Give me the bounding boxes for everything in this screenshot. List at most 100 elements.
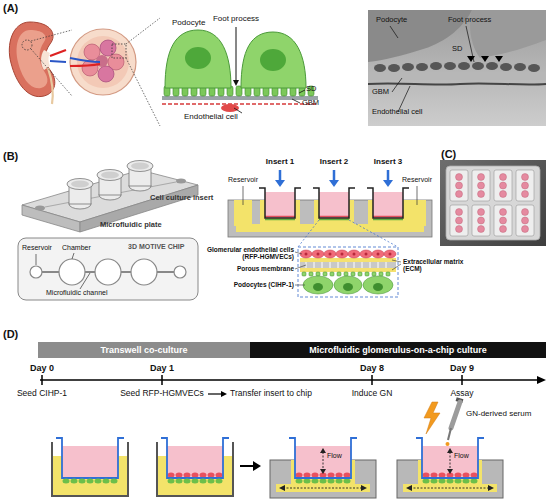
chip-photo (456, 174, 463, 181)
podocyte-schematic (221, 104, 239, 112)
layer-label: Extracellular matrix (ECM) (403, 258, 471, 272)
chip-cross-section (313, 188, 355, 218)
electron-micrograph (390, 26, 474, 112)
transwell-drawing (111, 479, 118, 484)
chip-well-drawing (455, 473, 462, 478)
membrane-zoom (300, 258, 396, 262)
chip-cross-section (275, 180, 285, 187)
panel-letter: (D) (3, 328, 18, 340)
step-label: Assay (450, 389, 473, 398)
transwell-drawing (157, 442, 233, 496)
chip-well-drawing (447, 469, 453, 474)
chip-cross-section (280, 170, 388, 181)
chip-well-drawing (320, 448, 326, 453)
membrane-zoom (379, 272, 383, 276)
timeline (208, 393, 222, 394)
electron-micrograph (495, 56, 503, 62)
transwell-drawing (192, 479, 199, 484)
phase-bar: Transwell co-culture (38, 342, 250, 358)
membrane-zoom (300, 262, 396, 268)
chip-well-drawing (406, 485, 412, 491)
chip-top-view (18, 238, 198, 300)
chip-well-drawing (410, 452, 490, 488)
electron-micrograph (481, 56, 489, 62)
part-label: Podocyte (172, 19, 205, 28)
chip-well-drawing (431, 479, 438, 484)
glomerulus-illustration (70, 64, 100, 66)
glomerulus-illustration (100, 40, 116, 56)
timeline (42, 375, 462, 385)
part-label: Reservoir (228, 176, 258, 184)
transwell-drawing (200, 473, 207, 478)
membrane-zoom (353, 253, 356, 256)
kidney-illustration (9, 22, 72, 104)
part-label: SD (306, 85, 316, 93)
chip-cross-section (265, 219, 403, 221)
glomerulus-illustration (70, 29, 136, 95)
podocyte-schematic (162, 27, 318, 113)
membrane-zoom (372, 272, 376, 276)
electron-micrograph (444, 62, 456, 70)
glomerulus-illustration (70, 18, 160, 126)
part-label: Microfluidic plate (100, 221, 162, 229)
membrane-zoom (298, 247, 398, 297)
chip-well-drawing (463, 479, 470, 484)
podocyte-schematic (165, 30, 231, 88)
membrane-zoom (300, 268, 396, 272)
electron-micrograph (486, 62, 498, 70)
membrane-zoom (372, 250, 384, 258)
chip-well-drawing (312, 479, 319, 484)
pipette-symbol (446, 442, 450, 446)
membrane-zoom (313, 283, 323, 291)
chip-photo (500, 209, 507, 216)
chip-photo (456, 182, 463, 189)
chip-well-drawing (423, 473, 430, 478)
membrane-zoom (373, 283, 383, 291)
chip-render (35, 206, 45, 211)
chip-photo (456, 226, 463, 233)
transwell-drawing (208, 473, 215, 478)
chip-well-drawing (283, 452, 363, 488)
chip-render (176, 179, 186, 184)
transwell-drawing (192, 473, 199, 478)
kidney-illustration (50, 61, 66, 62)
membrane-zoom (341, 253, 344, 256)
electron-micrograph (368, 10, 546, 126)
membrane-zoom (312, 250, 324, 258)
membrane-zoom (305, 253, 392, 256)
chip-top-view (131, 259, 157, 285)
reagent-label: GN-derived serum (466, 410, 531, 419)
transwell-drawing (240, 465, 254, 467)
podocyte-schematic (292, 99, 300, 103)
podocyte-schematic (162, 96, 318, 100)
transwell-drawing (168, 479, 175, 484)
transwell-drawing (161, 438, 229, 478)
transwell-drawing (52, 442, 128, 496)
chip-photo (478, 217, 485, 224)
chip-photo (472, 170, 490, 201)
chip-cross-section (329, 180, 339, 187)
chip-cross-section (280, 170, 388, 181)
kidney-illustration (9, 22, 54, 97)
transwell-drawing (52, 438, 261, 496)
chip-well-drawing (488, 485, 494, 491)
podocyte-schematic (185, 47, 211, 69)
chip-render (131, 163, 149, 170)
chip-well-drawing (344, 473, 351, 478)
membrane-zoom (337, 272, 341, 276)
transwell-drawing (168, 479, 223, 484)
chip-cross-section (265, 219, 403, 221)
part-label: Endothelial cell (184, 113, 238, 122)
chip-render (127, 161, 153, 172)
chip-photo (516, 205, 534, 236)
chip-photo (522, 209, 529, 216)
chip-well-drawing (320, 469, 326, 474)
chip-photo (500, 191, 507, 198)
part-label: Foot process (448, 16, 491, 24)
part-label: Cell culture insert (150, 194, 213, 202)
membrane-zoom (344, 272, 348, 276)
chip-well-drawing (336, 479, 343, 484)
chip-photo (478, 174, 485, 181)
part-label: GBM (372, 88, 389, 96)
timeline (221, 391, 227, 397)
